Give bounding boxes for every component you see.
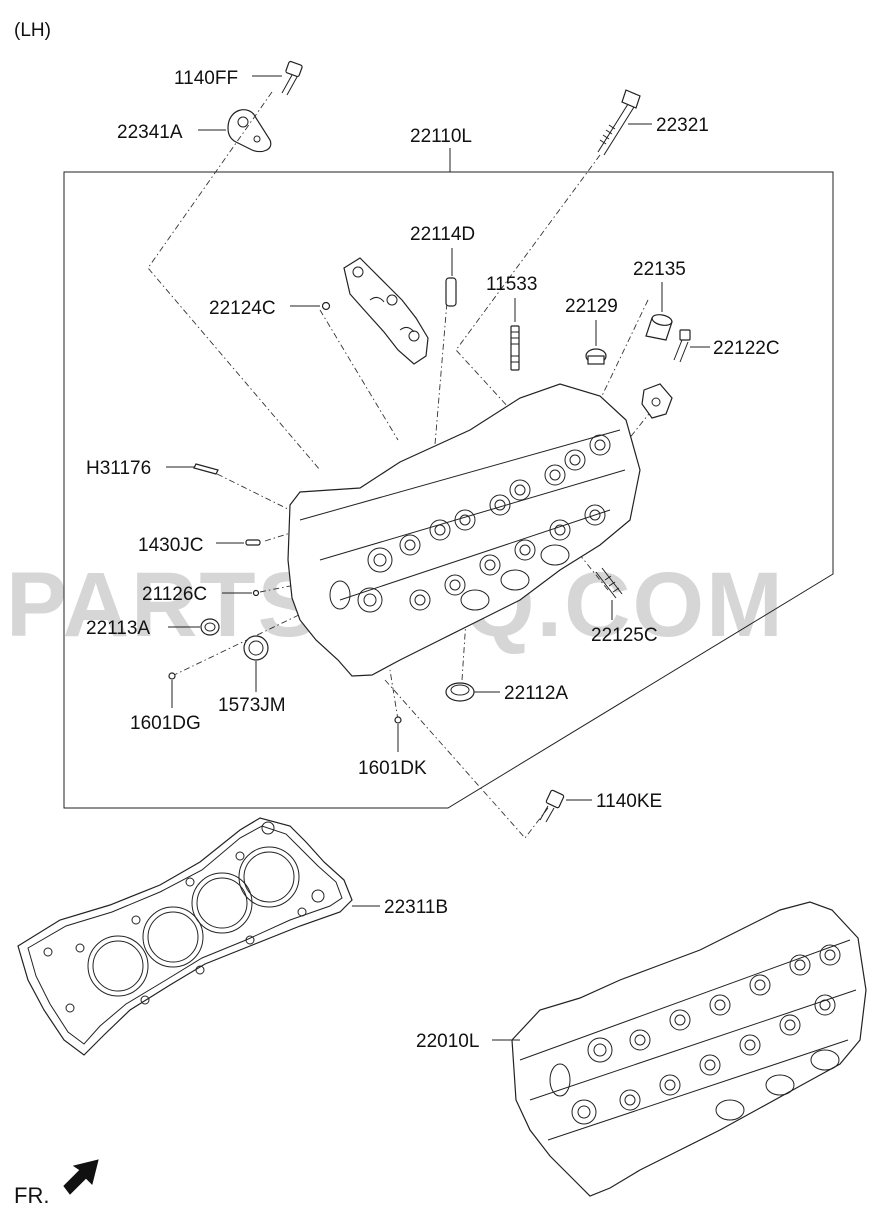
dowel-22124C-shape	[321, 301, 331, 311]
label-22112A: 22112A	[504, 683, 568, 704]
seal-1573JM-shape	[243, 635, 269, 661]
label-21126C: 21126C	[142, 584, 207, 605]
label-1140FF: 1140FF	[174, 68, 238, 89]
label-1601DK: 1601DK	[358, 758, 427, 779]
bolt-22122C-shape	[673, 329, 691, 363]
label-22135: 22135	[633, 259, 686, 280]
plug-1601DG-shape	[168, 672, 176, 680]
bolt-1140KE-shape	[539, 789, 565, 823]
label-22129: 22129	[565, 296, 618, 317]
stud-22321-shape	[597, 89, 641, 156]
pin-1430JC-shape	[245, 539, 261, 546]
alignment-line-10	[171, 599, 331, 677]
alignment-line-14	[579, 554, 609, 591]
alignment-line-13	[461, 619, 467, 681]
label-22113A: 22113A	[86, 618, 150, 639]
cam-cap-shape	[343, 257, 429, 365]
label-11533: 11533	[486, 274, 537, 295]
alignment-line-7	[204, 467, 301, 516]
sleeve-22114D-shape	[445, 277, 457, 307]
stud-22125C-shape	[595, 567, 623, 599]
bolt-1140FF-shape	[281, 60, 303, 96]
stud-11533-shape	[510, 325, 520, 371]
label-22110L: 22110L	[410, 126, 472, 147]
label-22341A: 22341A	[117, 122, 183, 143]
label-22311B: 22311B	[384, 897, 448, 918]
bracket-22341A-shape	[227, 109, 272, 153]
alignment-line-12	[384, 679, 549, 839]
head-assembly-shape	[511, 901, 867, 1197]
alignment-line-6	[619, 399, 661, 451]
plug-1601DK-shape	[394, 716, 402, 724]
variant-label: (LH)	[14, 20, 51, 41]
pin-H31176-shape	[193, 463, 219, 475]
plug-22129-shape	[585, 348, 607, 365]
label-1430JC: 1430JC	[138, 535, 204, 556]
alignment-line-1	[147, 91, 321, 471]
label-H31176: H31176	[86, 458, 151, 479]
pin-21126C-shape	[252, 589, 260, 597]
assembly-boundary	[63, 171, 834, 809]
alignment-line-3	[319, 309, 399, 441]
cup-22135-shape	[645, 314, 673, 341]
seal-22113A-shape	[200, 618, 220, 636]
cylinder-head-upper-shape	[287, 383, 641, 677]
label-1140KE: 1140KE	[596, 791, 662, 812]
label-1601DG: 1601DG	[130, 713, 201, 734]
bracket-hole-shape	[651, 397, 661, 407]
label-22114D: 22114D	[410, 224, 475, 245]
head-gasket-shape	[17, 817, 353, 1056]
label-1573JM: 1573JM	[218, 695, 286, 716]
label-22125C: 22125C	[591, 625, 658, 646]
label-22124C: 22124C	[209, 298, 276, 319]
alignment-line-11	[389, 669, 399, 721]
label-22122C: 22122C	[713, 338, 780, 359]
seal-22112A-shape	[445, 682, 475, 702]
front-direction-label: FR.	[14, 1183, 49, 1208]
alignment-line-5	[599, 299, 649, 401]
front-direction-arrow-icon	[63, 1159, 99, 1195]
label-22321: 22321	[656, 115, 709, 136]
bracket-small-shape	[641, 383, 673, 419]
label-22010L: 22010L	[416, 1031, 479, 1052]
